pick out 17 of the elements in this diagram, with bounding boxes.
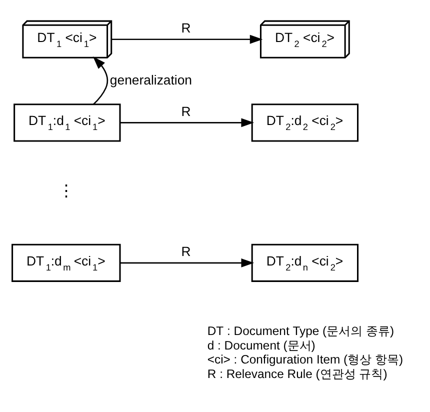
label: <ci> : Configuration Item (형상 항목) xyxy=(207,352,404,367)
edge-label: R xyxy=(181,244,191,260)
node-box: DT$_{1}$:d$_{m}$ <ci$_{1}$> xyxy=(12,244,121,282)
edge-label: generalization xyxy=(110,72,192,88)
edge-label: R xyxy=(181,20,191,36)
label: DT : Document Type (문서의 종류) xyxy=(207,324,394,338)
arrow xyxy=(120,258,254,268)
label: d : Document (문서) xyxy=(207,338,316,352)
edge-label: R xyxy=(181,104,191,119)
arrow xyxy=(120,118,254,128)
label: ⋮ xyxy=(58,182,74,201)
node-box: DT$_{2}$:d$_{2}$ <ci$_{2}$> xyxy=(251,104,359,142)
node-box: DT$_{1}$:d$_{1}$ <ci$_{1}$> xyxy=(14,104,121,142)
label: R : Relevance Rule (연관성 규칙) xyxy=(207,366,388,381)
node-box: DT$_{2}$:d$_{n}$ <ci$_{2}$> xyxy=(251,244,359,282)
arrow xyxy=(112,34,263,44)
arrow xyxy=(92,56,108,105)
